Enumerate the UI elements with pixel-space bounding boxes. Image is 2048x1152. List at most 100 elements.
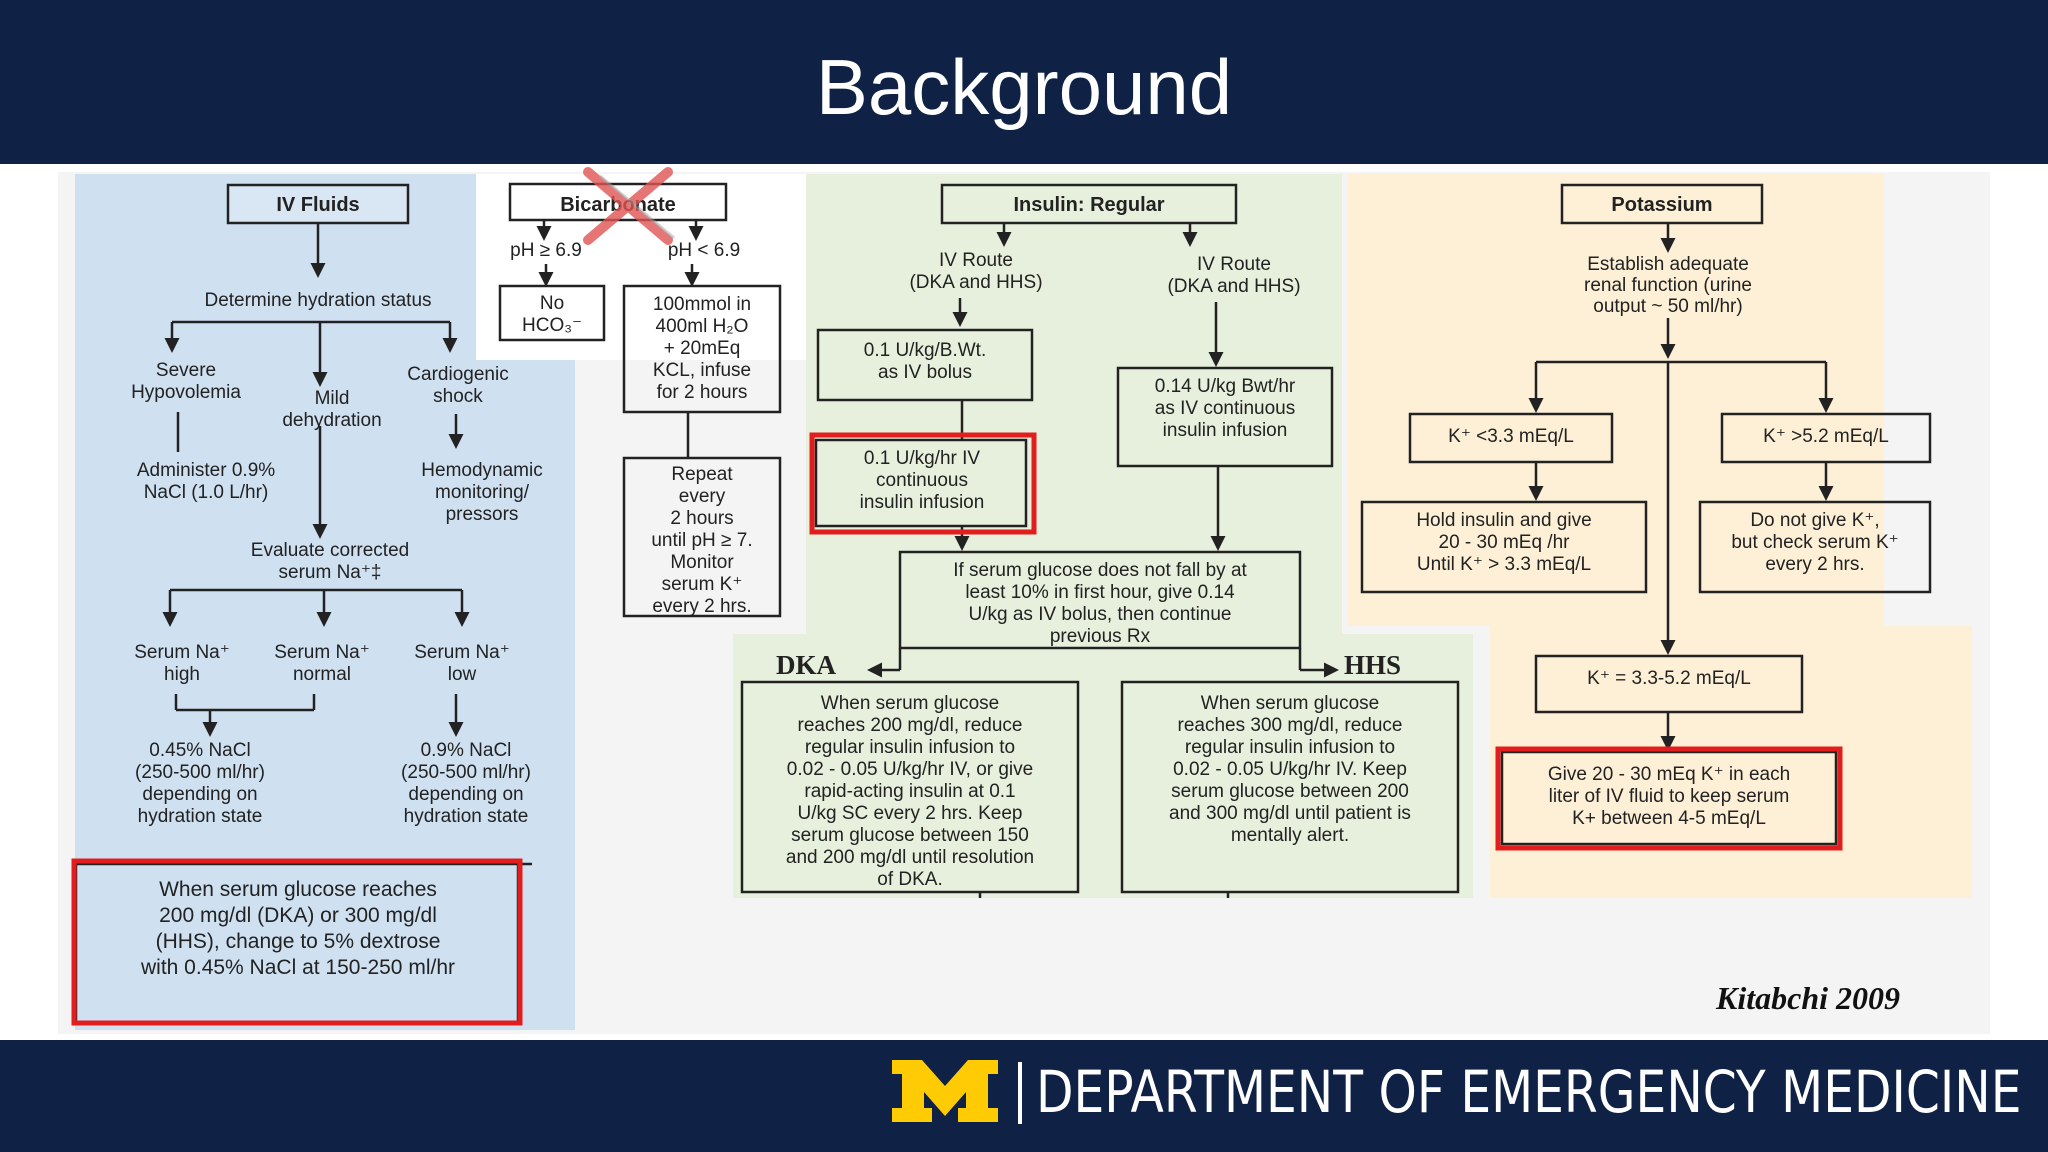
k-low-box	[1408, 412, 1614, 464]
dextrose-line4: with 0.45% NaCl at 150-250 ml/hr	[140, 956, 455, 979]
glucose-check-box	[898, 550, 1302, 650]
k-high-action-line3: every 2 hrs.	[1765, 554, 1864, 575]
k-low-action-line1: Hold insulin and give	[1416, 510, 1591, 531]
hhs-box	[1120, 680, 1460, 894]
hhs-line1: When serum glucose	[1201, 693, 1379, 714]
hhs-line2: reaches 300 mg/dl, reduce	[1178, 715, 1403, 736]
hemodynamic-line3: pressors	[446, 504, 519, 525]
bicarb-dose-line4: KCL, infuse	[653, 360, 751, 381]
cardiogenic-shock-line2: shock	[433, 386, 483, 407]
dextrose-highlight	[71, 858, 523, 1026]
title-band	[0, 0, 2048, 164]
administer-saline-line1: Administer 0.9%	[137, 460, 275, 481]
k-low-action-line3: Until K⁺ > 3.3 mEq/L	[1417, 554, 1591, 575]
iv-fluids-title: IV Fluids	[276, 194, 359, 216]
dka-label: DKA	[776, 650, 837, 680]
renal-function-line3: output ~ 50 ml/hr)	[1593, 296, 1742, 317]
bicarbonate-text: Bicarbonate pH ≥ 6.9 pH < 6.9 No HCO₃⁻ 1…	[510, 194, 752, 617]
ph-high: pH ≥ 6.9	[510, 240, 582, 261]
k-high-action-line2: but check serum K⁺	[1731, 532, 1898, 553]
infusion-left-line3: insulin infusion	[860, 492, 985, 513]
k-low: K⁺ <3.3 mEq/L	[1448, 426, 1574, 447]
severe-hypovolemia-line1: Severe	[156, 360, 216, 381]
sodium-low-line1: Serum Na⁺	[414, 642, 510, 663]
k-normal-action-line3: K+ between 4-5 mEq/L	[1572, 808, 1766, 829]
hemodynamic-line2: monitoring/	[435, 482, 530, 503]
bicarb-dose-line3: + 20mEq	[664, 338, 741, 359]
bicarbonate-column	[498, 182, 782, 618]
dka-line8: and 200 mg/dl until resolution	[786, 847, 1034, 868]
half-saline-line4: hydration state	[138, 806, 263, 827]
evaluate-sodium-line2: serum Na⁺‡	[279, 562, 382, 583]
bicarb-dose-line1: 100mmol in	[653, 294, 751, 315]
potassium-column	[1360, 183, 1932, 846]
infusion-highlight	[809, 432, 1037, 535]
dextrose-text: When serum glucose reaches 200 mg/dl (DK…	[140, 878, 455, 979]
normal-saline-line3: depending on	[408, 784, 523, 805]
dka-management-flowchart: IV Fluids Determine hydration status Sev…	[58, 167, 1990, 1034]
normal-saline-line4: hydration state	[404, 806, 529, 827]
insulin-title: Insulin: Regular	[1013, 194, 1164, 216]
hhs-label: HHS	[1344, 650, 1401, 680]
infusion-left-box	[814, 438, 1028, 528]
sodium-high-line1: Serum Na⁺	[134, 642, 230, 663]
mild-dehydration-line2: dehydration	[282, 410, 381, 431]
half-saline-line3: depending on	[142, 784, 257, 805]
route-right-line2: (DKA and HHS)	[1167, 276, 1300, 297]
iv-fluids-text: IV Fluids Determine hydration status Sev…	[131, 194, 543, 827]
k-normal-action-highlight	[1495, 746, 1843, 851]
dka-line4: 0.02 - 0.05 U/kg/hr IV, or give	[787, 759, 1033, 780]
k-normal: K⁺ = 3.3-5.2 mEq/L	[1587, 668, 1751, 689]
glucose-check-line3: U/kg as IV bolus, then continue	[969, 604, 1232, 625]
bicarbonate-dose-box	[622, 284, 782, 414]
k-normal-action-line2: liter of IV fluid to keep serum	[1549, 786, 1790, 807]
insulin-lower-panel	[733, 634, 1473, 898]
normal-saline-line2: (250-500 ml/hr)	[401, 762, 531, 783]
dextrose-line3: (HHS), change to 5% dextrose	[156, 930, 441, 953]
bicarb-repeat-line5: Monitor	[670, 552, 734, 573]
slide-title: Background	[815, 43, 1233, 131]
potassium-lower-panel	[1490, 626, 1972, 898]
k-low-action-line2: 20 - 30 mEq /hr	[1439, 532, 1571, 553]
bicarb-repeat-line2: every	[679, 486, 726, 507]
infusion-right-box	[1116, 366, 1334, 468]
infusion-left-line2: continuous	[876, 470, 968, 491]
k-high-action-line1: Do not give K⁺,	[1750, 510, 1879, 531]
dka-line2: reaches 200 mg/dl, reduce	[798, 715, 1023, 736]
evaluate-sodium-line1: Evaluate corrected	[251, 540, 409, 561]
bicarb-repeat-line4: until pH ≥ 7.	[651, 530, 752, 551]
route-right-line1: IV Route	[1197, 254, 1271, 275]
cardiogenic-shock-line1: Cardiogenic	[407, 364, 508, 385]
k-high-action-box	[1698, 500, 1932, 594]
sodium-normal-line1: Serum Na⁺	[274, 642, 370, 663]
renal-function-line2: renal function (urine	[1584, 275, 1752, 296]
bicarb-repeat-line6: serum K⁺	[662, 574, 743, 595]
hhs-line3: regular insulin infusion to	[1185, 737, 1395, 758]
potassium-panel	[1348, 174, 1884, 626]
dextrose-line1: When serum glucose reaches	[159, 878, 437, 901]
determine-hydration: Determine hydration status	[204, 290, 431, 311]
half-saline-line2: (250-500 ml/hr)	[135, 762, 265, 783]
iv-fluids-title-box	[226, 183, 410, 225]
k-high: K⁺ >5.2 mEq/L	[1763, 426, 1889, 447]
dka-line5: rapid-acting insulin at 0.1	[804, 781, 1015, 802]
dka-line1: When serum glucose	[821, 693, 999, 714]
dka-line3: regular insulin infusion to	[805, 737, 1015, 758]
potassium-title-box	[1560, 183, 1764, 225]
hhs-line6: and 300 mg/dl until patient is	[1169, 803, 1411, 824]
no-hco3-line2: HCO₃⁻	[522, 315, 582, 336]
dka-line6: U/kg SC every 2 hrs. Keep	[798, 803, 1023, 824]
renal-function-line1: Establish adequate	[1587, 254, 1749, 275]
bicarbonate-panel	[476, 174, 806, 360]
insulin-column	[740, 183, 1460, 898]
no-hco3-box	[498, 284, 606, 342]
infusion-right-line3: insulin infusion	[1163, 420, 1288, 441]
insulin-title-box	[940, 183, 1238, 225]
bicarb-repeat-line3: 2 hours	[670, 508, 733, 529]
university-m-logo	[892, 1060, 998, 1122]
dka-line7: serum glucose between 150	[791, 825, 1029, 846]
potassium-title: Potassium	[1611, 194, 1712, 216]
mild-dehydration-line1: Mild	[315, 388, 350, 409]
k-normal-action-line1: Give 20 - 30 mEq K⁺ in each	[1548, 764, 1790, 785]
glucose-check-line4: previous Rx	[1050, 626, 1151, 647]
